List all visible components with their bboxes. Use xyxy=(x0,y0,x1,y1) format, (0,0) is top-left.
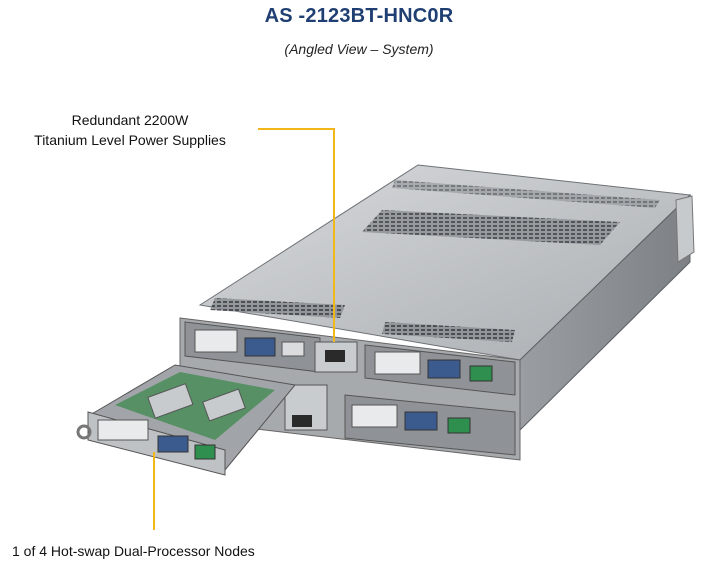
front-vent-right xyxy=(382,322,515,342)
power-callout-line-1: Redundant 2200W xyxy=(71,112,189,128)
view-subtitle: (Angled View – System) xyxy=(284,41,434,57)
node-port-block xyxy=(97,419,149,441)
node-port-block xyxy=(404,411,438,431)
pulled-node-board xyxy=(115,372,275,440)
node-port-block xyxy=(244,337,276,357)
rear-vent xyxy=(392,180,660,208)
cpu-heatsink xyxy=(147,383,194,419)
power-supply-connector xyxy=(325,350,345,362)
rack-ear xyxy=(675,195,695,263)
node-port-block xyxy=(469,365,493,382)
node-port-block xyxy=(447,417,471,434)
power-supply-connector xyxy=(292,415,312,427)
node-port-block xyxy=(194,329,238,353)
node-port-block xyxy=(281,341,305,357)
node-port-block xyxy=(427,359,461,379)
node-port-block xyxy=(351,404,398,428)
node-handle xyxy=(76,424,92,440)
cpu-heatsink xyxy=(202,388,246,422)
power-supply-callout: Redundant 2200W Titanium Level Power Sup… xyxy=(10,110,250,150)
node-port-block xyxy=(194,444,216,460)
node-port-block xyxy=(374,351,421,375)
front-vent-left xyxy=(210,298,345,318)
top-vent xyxy=(362,210,620,245)
product-title: AS -2123BT-HNC0R xyxy=(264,5,454,27)
power-supply-callout-line xyxy=(258,128,335,342)
power-callout-line-2: Titanium Level Power Supplies xyxy=(34,132,226,148)
node-callout: 1 of 4 Hot-swap Dual-Processor Nodes xyxy=(12,543,255,559)
node-port-block xyxy=(157,435,189,453)
